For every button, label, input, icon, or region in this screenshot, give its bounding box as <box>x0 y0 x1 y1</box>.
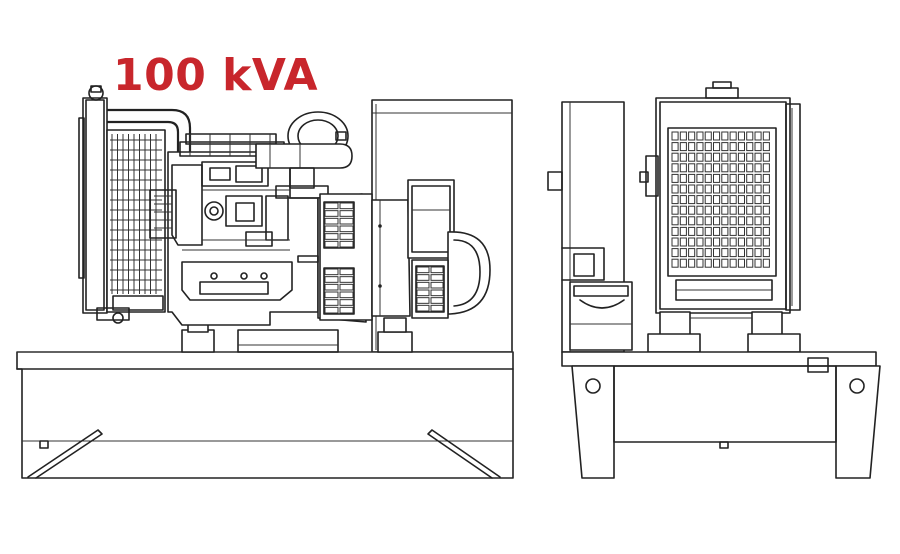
coolant-pipe <box>107 108 192 152</box>
rating-label: 100 kVA <box>113 50 319 101</box>
base-frame-front <box>561 351 881 479</box>
alternator <box>319 179 491 321</box>
base-frame <box>16 351 514 479</box>
radiator <box>78 85 166 324</box>
end-elevation-view <box>547 81 881 479</box>
air-cleaner <box>255 111 353 199</box>
front-mounts <box>647 311 801 353</box>
engine-block <box>149 133 319 326</box>
radiator-grille-front <box>639 81 801 314</box>
fuel-filler <box>569 281 633 351</box>
engine-mounts <box>181 317 413 353</box>
side-elevation-view <box>16 85 514 479</box>
